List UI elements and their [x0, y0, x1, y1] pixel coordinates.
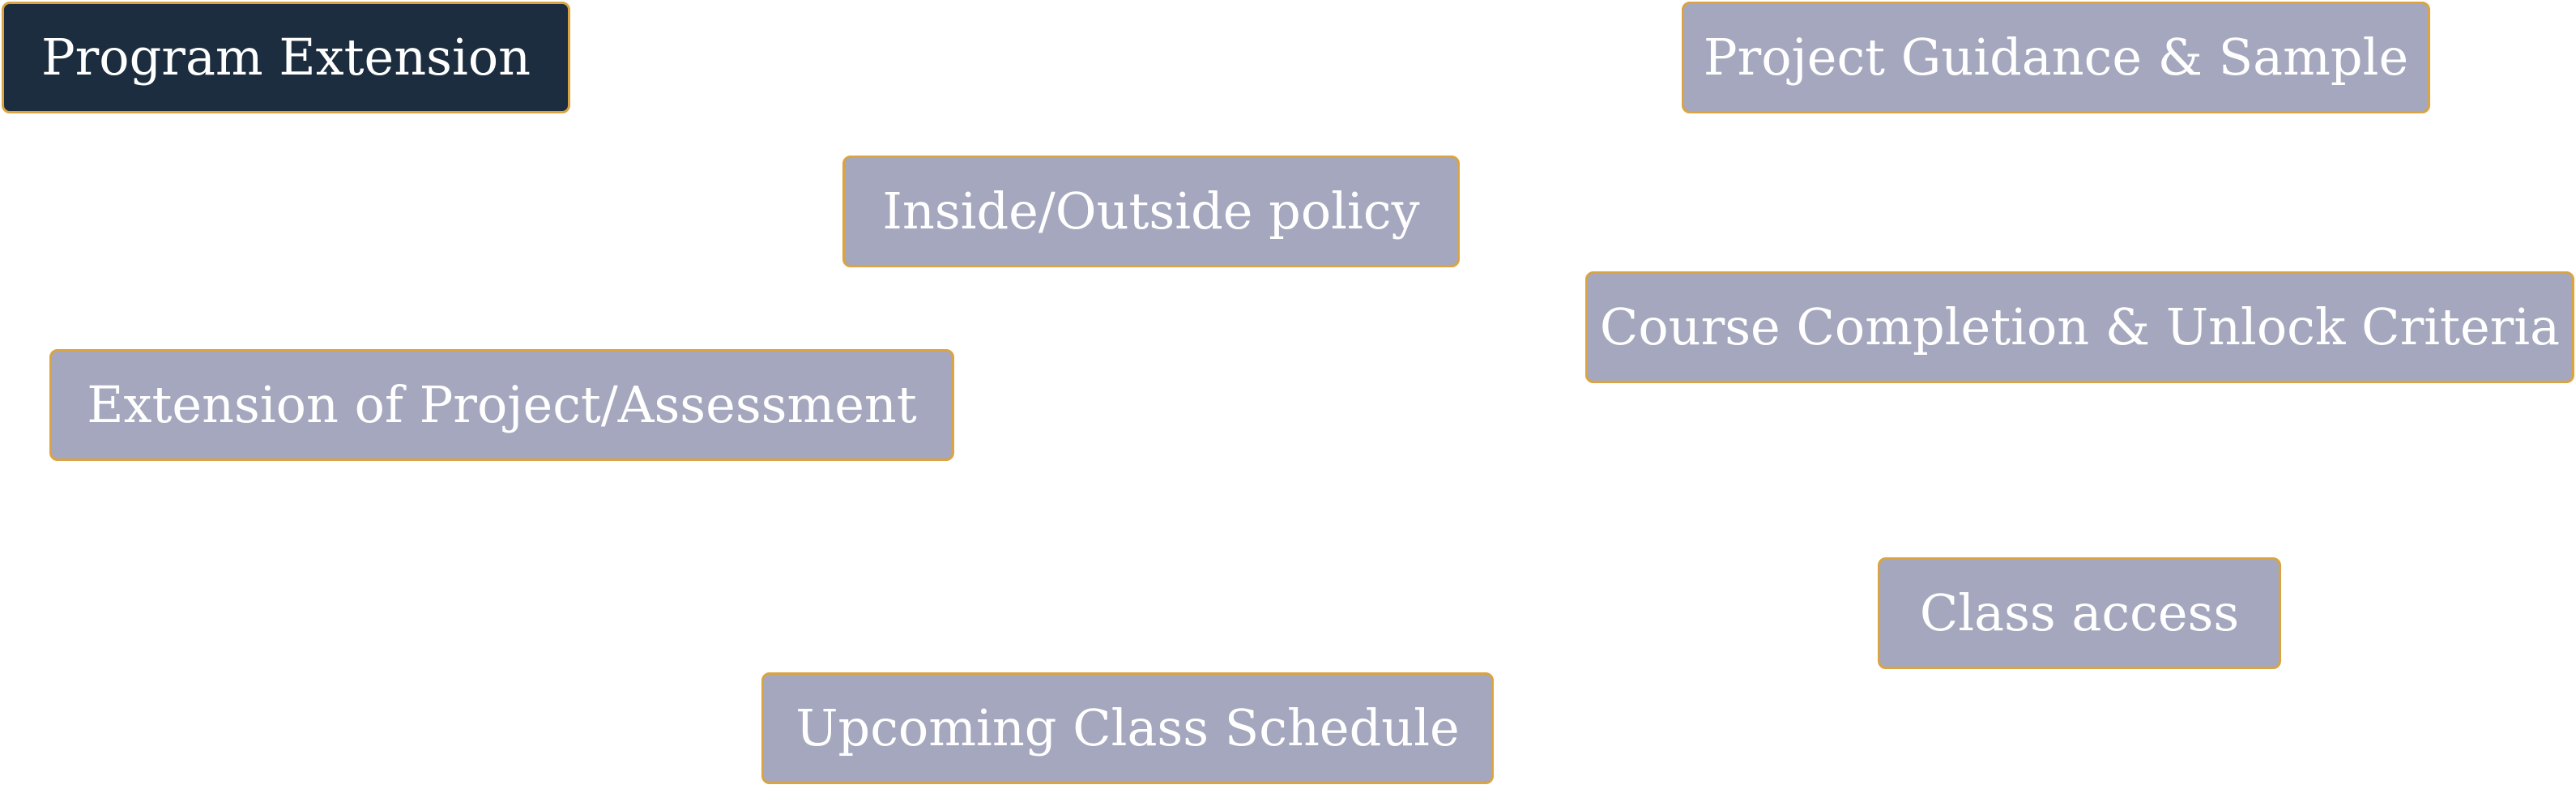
topic-button-class-access[interactable]: Class access	[1878, 557, 2281, 669]
topic-label: Course Completion & Unlock Criteria	[1599, 297, 2561, 356]
topic-label: Extension of Project/Assessment	[87, 375, 917, 434]
topic-button-upcoming-class-schedule[interactable]: Upcoming Class Schedule	[761, 672, 1494, 784]
topic-button-course-completion[interactable]: Course Completion & Unlock Criteria	[1585, 271, 2574, 383]
topic-button-project-guidance[interactable]: Project Guidance & Sample	[1682, 2, 2430, 113]
topic-button-extension-project-assessment[interactable]: Extension of Project/Assessment	[49, 349, 954, 461]
topic-label: Program Extension	[41, 28, 531, 87]
topic-label: Project Guidance & Sample	[1703, 28, 2409, 87]
topic-button-inside-outside-policy[interactable]: Inside/Outside policy	[842, 156, 1460, 267]
topic-label: Upcoming Class Schedule	[795, 698, 1460, 757]
topic-button-program-extension[interactable]: Program Extension	[2, 2, 570, 113]
topic-label: Class access	[1919, 583, 2240, 642]
topic-label: Inside/Outside policy	[882, 181, 1420, 241]
